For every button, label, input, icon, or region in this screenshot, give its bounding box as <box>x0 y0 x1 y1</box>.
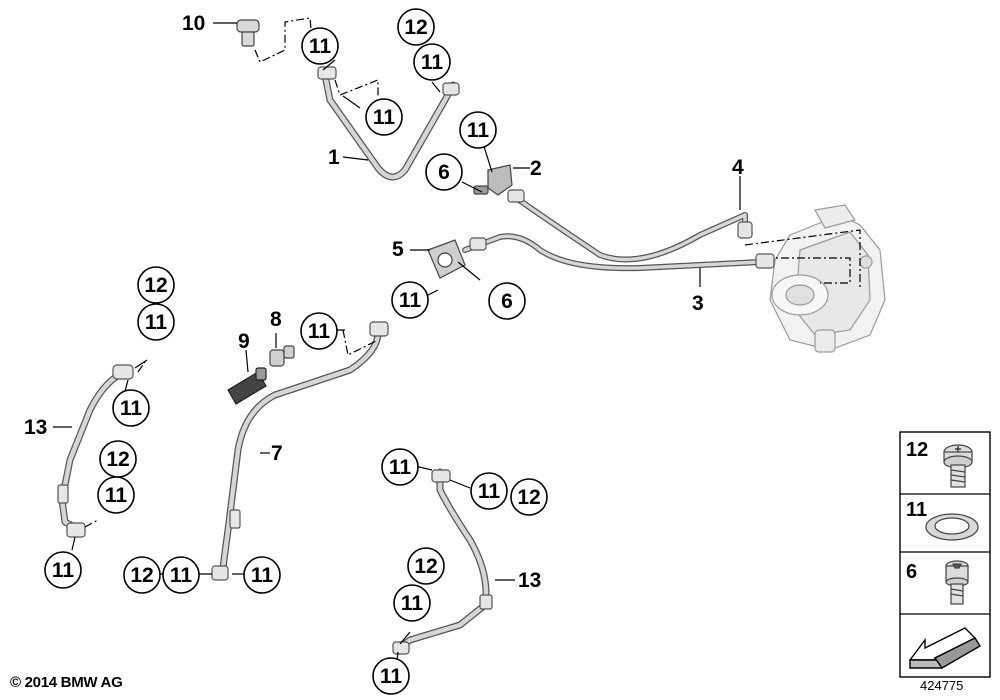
callout-11: 11 <box>399 289 422 312</box>
callout-11: 11 <box>380 665 403 688</box>
diagram-number: 424775 <box>920 678 964 693</box>
legend-number-12: 12 <box>906 439 928 461</box>
label-13-left: 13 <box>24 416 47 439</box>
callout-11: 11 <box>145 311 168 334</box>
callout-12: 12 <box>517 486 540 509</box>
callout-11: 11 <box>389 456 412 479</box>
callout-12: 12 <box>106 448 129 471</box>
callout-11: 11 <box>401 592 424 615</box>
callouts <box>44 8 548 695</box>
abs-dash-leaders <box>744 229 861 290</box>
abs-unit <box>769 204 886 353</box>
adapter-part-8 <box>269 345 295 367</box>
callout-6: 6 <box>501 290 513 313</box>
legend-box: 12 11 6 <box>899 431 991 678</box>
bolt-icon <box>943 444 973 488</box>
callout-11: 11 <box>467 119 490 142</box>
dash-leaders <box>84 17 379 528</box>
callout-6: 6 <box>438 161 450 184</box>
sealing-ring-icon <box>925 513 979 541</box>
label-3: 3 <box>692 292 704 315</box>
label-10: 10 <box>182 12 205 35</box>
legend-number-11: 11 <box>906 499 927 521</box>
callout-12: 12 <box>404 16 427 39</box>
callout-11: 11 <box>309 35 332 58</box>
bracket-part-5 <box>427 239 466 279</box>
number-labels: 10 1 2 4 5 3 8 9 7 13 13 <box>24 12 744 592</box>
callout-11: 11 <box>373 106 396 129</box>
copyright-notice: © 2014 BMW AG <box>10 674 123 691</box>
bracket-part-2 <box>473 164 513 196</box>
label-7: 7 <box>271 442 283 465</box>
orientation-arrow-icon <box>908 627 981 669</box>
legend-number-6: 6 <box>906 561 917 583</box>
callout-numbers: 11 12 11 11 11 6 11 6 11 12 11 11 12 11 … <box>52 16 541 688</box>
callout-11: 11 <box>120 397 143 420</box>
socket-screw-icon <box>945 560 969 605</box>
callout-12: 12 <box>414 555 437 578</box>
callout-11: 11 <box>251 564 274 587</box>
callout-11: 11 <box>170 564 193 587</box>
bolt-part-10 <box>236 19 260 47</box>
callout-12: 12 <box>144 274 167 297</box>
label-9: 9 <box>238 330 250 353</box>
label-4: 4 <box>732 156 744 179</box>
fittings <box>57 66 775 655</box>
callout-11: 11 <box>105 484 128 507</box>
label-13-bottom: 13 <box>518 569 541 592</box>
label-5: 5 <box>392 238 404 261</box>
label-8: 8 <box>270 308 282 331</box>
callout-11: 11 <box>478 480 501 503</box>
callout-12: 12 <box>130 564 153 587</box>
callout-11: 11 <box>52 559 75 582</box>
label-1: 1 <box>328 146 340 169</box>
callout-11: 11 <box>308 320 331 343</box>
callout-11: 11 <box>421 51 444 74</box>
sensor-part-9 <box>227 367 267 405</box>
label-2: 2 <box>530 157 542 180</box>
